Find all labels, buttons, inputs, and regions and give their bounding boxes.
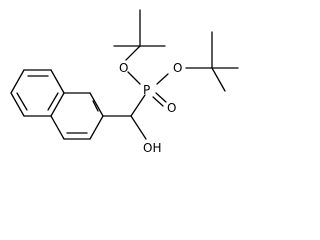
molecule-diagram: P O O O OH — [10, 9, 239, 155]
bond — [89, 92, 104, 117]
bond-ch-to-oh — [130, 115, 147, 140]
hydroxyl-label: OH — [143, 141, 161, 155]
naphthalene-left-ring — [10, 69, 65, 117]
naphthalene-right-ring — [50, 92, 104, 140]
phosphoryl-oxygen-label: O — [167, 101, 176, 115]
tert-butyl-right — [185, 31, 239, 92]
structure-canvas: P O O O OH — [10, 9, 239, 155]
bond — [50, 69, 65, 94]
bond-ch-to-p — [130, 94, 146, 117]
bond-o-to-c — [125, 45, 141, 61]
tert-butyl-left — [113, 9, 166, 61]
substituent-bonds — [102, 71, 169, 140]
double-bond-inner — [92, 100, 99, 112]
ester-oxygen-right-label: O — [173, 61, 182, 75]
bond — [50, 115, 65, 140]
bond-p-to-o-right — [156, 73, 169, 85]
ester-oxygen-left-label: O — [119, 61, 128, 75]
bond — [10, 69, 25, 94]
bond-methyl — [211, 67, 226, 92]
double-bond-inner — [47, 92, 59, 111]
bond — [89, 115, 104, 140]
bond — [50, 92, 65, 117]
double-bond-inner — [16, 92, 28, 111]
bond-p-double-o-second — [152, 96, 164, 107]
phosphorus-label: P — [143, 83, 150, 97]
bond-p-double-o — [155, 92, 167, 103]
bond — [10, 92, 25, 117]
bond-p-to-o-left — [127, 71, 141, 85]
